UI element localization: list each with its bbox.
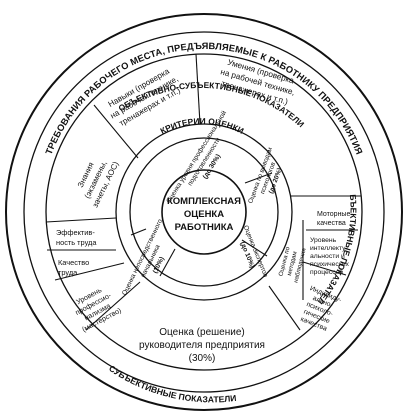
divider-inner-lower-left — [159, 248, 176, 277]
segment-line: (30%) — [189, 353, 216, 364]
divider-inner-upper-right — [244, 172, 273, 184]
segment-line: качества — [317, 220, 346, 227]
divider-right-lower — [268, 285, 301, 331]
motor-qualities-segment: Моторные качества — [317, 211, 350, 227]
divider-quality-mastery — [54, 262, 125, 281]
segment-ring — [115, 123, 293, 301]
divider-intellect-individual — [302, 261, 347, 276]
divider-knowledge-skills — [93, 104, 139, 159]
divider-inner-upper-left — [130, 228, 147, 236]
quality-segment: Качество труда — [58, 258, 89, 277]
individual-psychological-segment: Индивиду- ально- психоло- гические качес… — [299, 285, 342, 333]
divider-left-lower — [85, 281, 141, 331]
efficiency-segment: Эффектив- ность труда — [56, 228, 97, 247]
outer-ring — [5, 13, 403, 411]
segment-line: ность труда — [56, 238, 97, 247]
knowledge-segment: Знания (экзамены, зачеты, АОС) — [76, 159, 121, 209]
title-ring — [23, 31, 385, 393]
segment-line: Моторные — [317, 211, 350, 218]
inner-ring — [129, 137, 279, 287]
segment-line: интеллекту- — [310, 245, 348, 252]
segment-line: альности и — [310, 253, 345, 260]
divider-inner-lower-right — [241, 239, 268, 257]
segment-line: Качество — [58, 258, 89, 267]
segment-line: Эффектив- — [56, 228, 95, 237]
segment-line: Оценка (решение) — [159, 327, 244, 338]
intellect-segment: Уровень интеллекту- альности и психическ… — [310, 237, 350, 276]
segment-line: процессов — [310, 269, 343, 276]
criteria-arc-label: КРИТЕРИИ ОЦЕНКИ — [158, 116, 245, 136]
center-line-1: КОМПЛЕКСНАЯ — [167, 196, 241, 207]
manager-decision-segment: Оценка (решение) руководителя предприяти… — [139, 327, 265, 364]
center-label: КОМПЛЕКСНАЯ ОЦЕНКА РАБОТНИКА — [167, 196, 241, 233]
segment-line: психических — [310, 261, 350, 268]
segment-line: Уровень — [310, 237, 337, 244]
center-line-3: РАБОТНИКА — [175, 222, 234, 233]
mastery-segment: Уровень профессио- нализма (мастерство) — [74, 285, 123, 334]
segment-line: труда — [58, 268, 78, 277]
segment-line: руководителя предприятия — [139, 340, 265, 351]
indicator-ring — [45, 53, 363, 371]
divider-left-upper — [45, 217, 117, 223]
divider-skills-abilities — [195, 53, 201, 125]
center-circle — [161, 169, 247, 255]
center-line-2: ОЦЕНКА — [184, 209, 224, 220]
psychologists-segment: Оценка по выводам психологов (до 20%) — [247, 147, 283, 205]
